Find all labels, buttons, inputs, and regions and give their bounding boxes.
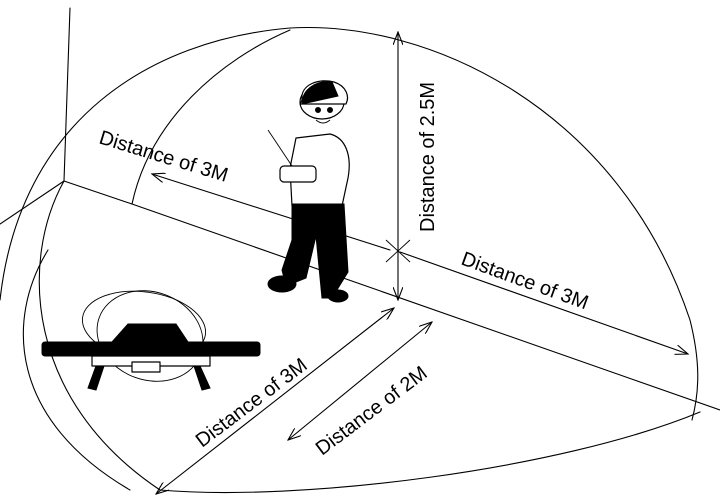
right-distance-line bbox=[399, 251, 688, 354]
drone-distance-line bbox=[288, 322, 432, 440]
vertical-distance-line bbox=[385, 32, 411, 300]
left-distance-line bbox=[152, 174, 391, 251]
room-corner bbox=[0, 7, 133, 225]
drone-distance-label: Distance of 2M bbox=[312, 362, 432, 460]
vertical-distance-label: Distance of 2.5M bbox=[417, 82, 439, 232]
person-illustration bbox=[267, 80, 350, 303]
front-distance-label: Distance of 3M bbox=[192, 354, 312, 452]
floor-line bbox=[131, 203, 720, 411]
drone-illustration bbox=[41, 290, 261, 391]
front-distance-line bbox=[156, 308, 394, 494]
right-distance-label: Distance of 3M bbox=[458, 248, 591, 314]
